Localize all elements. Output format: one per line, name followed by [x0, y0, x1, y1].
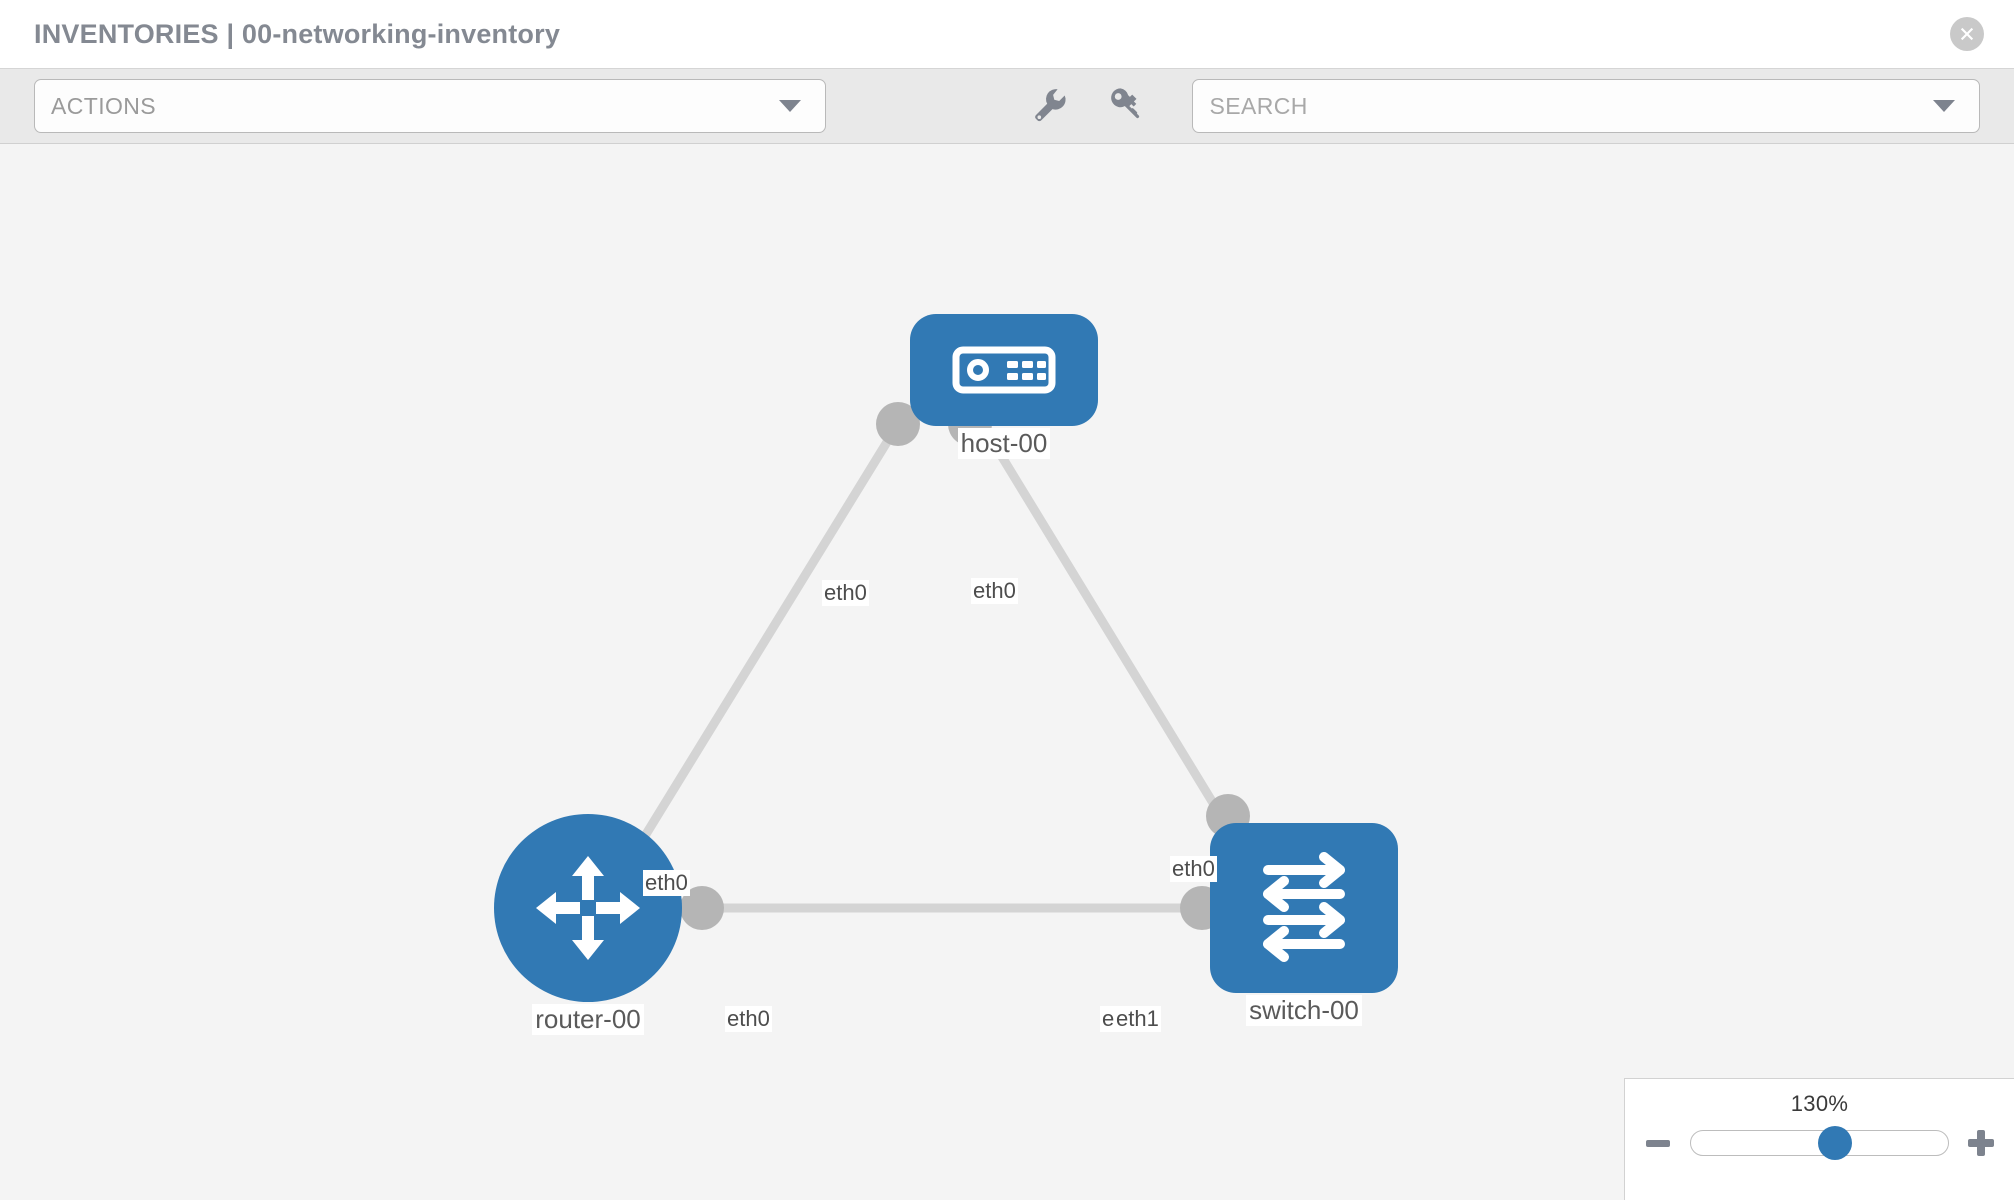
- edge-label-router00-eth0-up: eth0: [643, 870, 690, 896]
- plus-icon[interactable]: [1966, 1128, 1996, 1158]
- topology-node-switch-00[interactable]: switch-00: [1210, 823, 1398, 1026]
- topology-node-host-00[interactable]: host-00: [910, 314, 1098, 459]
- node-label-host-00: host-00: [957, 428, 1051, 459]
- router-node-shape: [494, 814, 682, 1002]
- toolbar-icon-group: [1030, 85, 1144, 128]
- node-label-router-00: router-00: [532, 1004, 644, 1035]
- switch-arrows-icon: [1263, 852, 1345, 962]
- edge-label-switch00-eth0-up: eth0: [1170, 856, 1217, 882]
- inventory-toolbar: ACTIONS SEARCH: [0, 68, 2014, 144]
- host-node-shape: [910, 314, 1098, 426]
- router-arrows-icon: [536, 856, 640, 960]
- topology-node-router-00[interactable]: router-00: [494, 814, 682, 1035]
- search-input[interactable]: SEARCH: [1192, 79, 1980, 133]
- actions-dropdown-label: ACTIONS: [51, 92, 157, 119]
- edge-host00-router00: [635, 424, 900, 849]
- window-titlebar: INVENTORIES | 00-networking-inventory: [0, 0, 2014, 68]
- edge-host00-switch00: [980, 424, 1240, 844]
- zoom-slider[interactable]: [1690, 1126, 1949, 1160]
- chevron-down-icon: [1933, 100, 1955, 112]
- edge-label-host00-eth0-left: eth0: [822, 580, 869, 606]
- chevron-down-icon: [779, 100, 802, 112]
- zoom-slider-thumb[interactable]: [1817, 1126, 1852, 1160]
- topology-edges: [635, 424, 1245, 913]
- zoom-level-label: 130%: [1790, 1091, 1849, 1116]
- page-title: INVENTORIES | 00-networking-inventory: [34, 18, 561, 49]
- edge-label-router00-eth0: eth0: [725, 1006, 772, 1032]
- minus-icon-bar: [1646, 1139, 1670, 1147]
- key-icon[interactable]: [1106, 85, 1144, 128]
- switch-node-shape: [1210, 823, 1398, 993]
- edge-label-switch00-eth1: eth1: [1114, 1006, 1161, 1032]
- wrench-icon[interactable]: [1030, 85, 1068, 128]
- zoom-slider-row: [1625, 1117, 2014, 1160]
- node-label-switch-00: switch-00: [1246, 995, 1362, 1026]
- zoom-control-panel: 130%: [1624, 1078, 2014, 1200]
- close-icon[interactable]: [1950, 17, 1984, 51]
- minus-icon[interactable]: [1643, 1128, 1673, 1158]
- topology-canvas[interactable]: host-00 router-00: [0, 144, 2014, 1200]
- search-placeholder: SEARCH: [1209, 92, 1308, 119]
- edge-label-host00-eth0-right: eth0: [971, 578, 1018, 604]
- server-device-icon: [952, 346, 1056, 394]
- plus-icon-bars: [1968, 1130, 1994, 1156]
- actions-dropdown[interactable]: ACTIONS: [34, 79, 827, 133]
